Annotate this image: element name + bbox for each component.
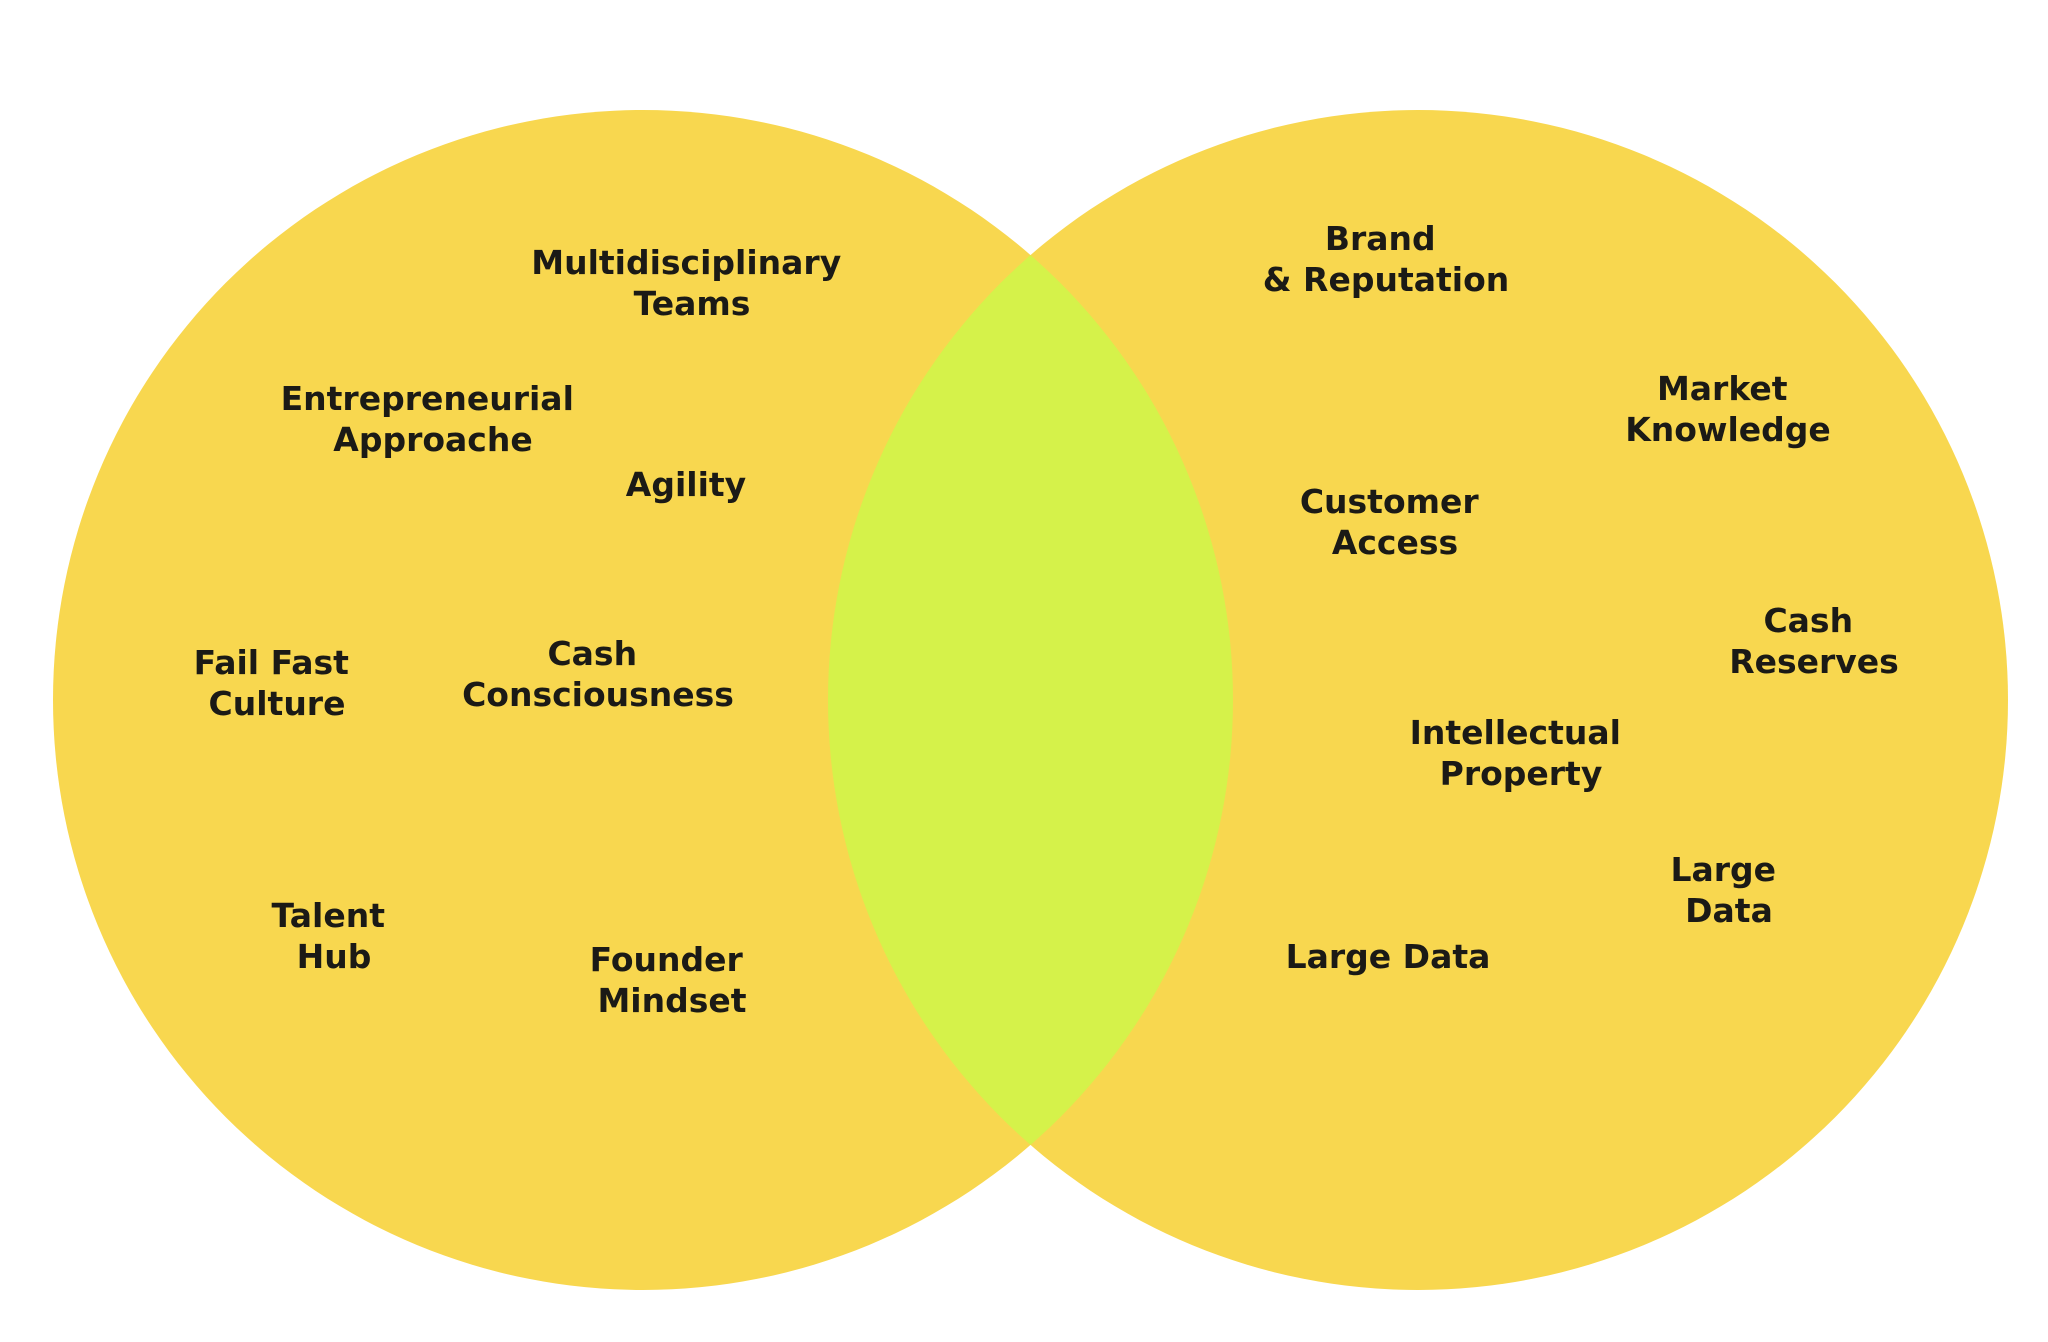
label-fail-fast-culture: Fail Fast Culture: [194, 643, 361, 723]
label-cash-consciousness: Cash Consciousness: [462, 634, 734, 714]
label-market-knowledge: Market Knowledge: [1625, 369, 1831, 449]
label-talent-hub: Talent Hub: [272, 896, 397, 976]
label-founder-mindset: Founder Mindset: [590, 940, 755, 1020]
label-multidisciplinary-teams: Multidisciplinary Teams: [531, 243, 852, 323]
label-agility: Agility: [626, 465, 746, 504]
label-brand-reputation: Brand & Reputation: [1263, 219, 1509, 299]
label-intellectual-property: Intellectual Property: [1410, 713, 1633, 793]
label-large-data: Large Data: [1286, 937, 1491, 976]
label-cash-reserves: Cash Reserves: [1729, 601, 1899, 681]
label-large-data-stacked: Large Data: [1670, 850, 1787, 930]
label-entrepreneurial-approache: Entrepreneurial Approache: [281, 379, 586, 459]
overlap-region: [828, 110, 1233, 1290]
label-customer-access: Customer Access: [1300, 482, 1490, 562]
